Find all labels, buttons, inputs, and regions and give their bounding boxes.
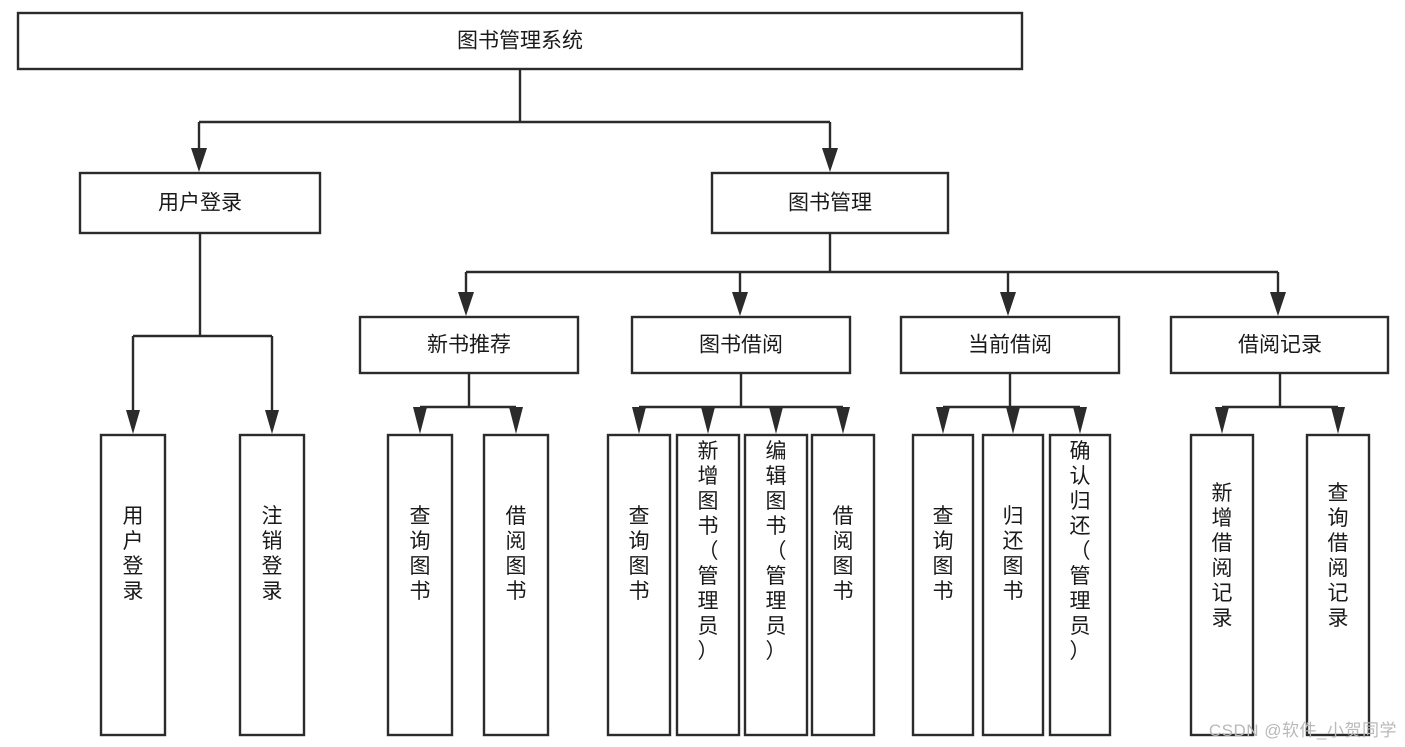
node-label: 新增图书（管理员） <box>698 440 719 663</box>
leaf-node-borrow-books-recommend[interactable]: 借阅图书 <box>482 433 550 737</box>
node-box-rect <box>16 11 1024 71</box>
leaf-node-query-borrow-record[interactable]: 查询借阅记录 <box>1305 433 1371 737</box>
connector-group-user-login <box>126 233 279 434</box>
node-current-borrow[interactable]: 当前借阅 <box>899 315 1121 375</box>
node-new-book-recommend[interactable]: 新书推荐 <box>358 315 580 375</box>
node-label: 用户登录 <box>158 192 242 215</box>
arrow-head-icon <box>1331 407 1345 434</box>
node-box-rect <box>675 433 741 737</box>
node-box-rect <box>899 315 1121 375</box>
node-box-rect <box>710 171 950 235</box>
arrow-head-icon <box>822 148 838 172</box>
connector-group-root <box>191 69 838 172</box>
arrow-head-icon <box>836 407 850 434</box>
node-label: 借阅记录 <box>1238 334 1322 357</box>
node-label: 借阅图书 <box>506 505 527 603</box>
node-label: 图书管理系统 <box>457 30 583 53</box>
node-label: 图书管理 <box>788 192 872 215</box>
node-label: 确认归还（管理员） <box>1070 440 1091 663</box>
arrow-head-icon <box>126 410 140 434</box>
arrow-head-icon <box>1073 407 1087 434</box>
arrow-head-icon <box>191 148 207 172</box>
arrow-head-icon <box>413 407 427 434</box>
node-book-management[interactable]: 图书管理 <box>710 171 950 235</box>
node-label: 用户登录 <box>123 505 144 603</box>
connector-group-new-books <box>413 373 523 434</box>
connector-group-borrow <box>632 373 850 434</box>
node-box-rect <box>981 433 1045 737</box>
node-box-rect <box>1189 433 1255 737</box>
node-label: 查询图书 <box>933 505 954 603</box>
leaf-node-query-books-borrow[interactable]: 查询图书 <box>606 433 672 737</box>
node-book-borrow[interactable]: 图书借阅 <box>630 315 852 375</box>
node-user-login[interactable]: 用户登录 <box>78 171 322 235</box>
leaf-node-confirm-return-admin[interactable]: 确认归还（管理员） <box>1048 433 1112 737</box>
leaf-node-query-books-current[interactable]: 查询图书 <box>911 433 975 737</box>
leaf-node-add-borrow-record[interactable]: 新增借阅记录 <box>1189 433 1255 737</box>
leaf-node-logout[interactable]: 注销登录 <box>238 433 306 737</box>
node-box-rect <box>1169 315 1390 375</box>
arrow-head-icon <box>632 407 646 434</box>
connector-group-records <box>1215 373 1345 434</box>
arrow-head-icon <box>1270 292 1286 316</box>
node-label: 借阅图书 <box>833 505 854 603</box>
leaf-node-add-book-admin[interactable]: 新增图书（管理员） <box>675 433 741 737</box>
node-label: 新增借阅记录 <box>1212 482 1233 630</box>
leaf-node-user-login[interactable]: 用户登录 <box>99 433 167 737</box>
leaf-node-query-books-recommend[interactable]: 查询图书 <box>386 433 454 737</box>
node-box-rect <box>1305 433 1371 737</box>
node-label: 查询图书 <box>629 505 650 603</box>
node-box-rect <box>238 433 306 737</box>
node-box-rect <box>482 433 550 737</box>
node-box-rect <box>911 433 975 737</box>
arrow-head-icon <box>509 407 523 434</box>
node-label: 编辑图书（管理员） <box>766 440 787 663</box>
node-box-rect <box>606 433 672 737</box>
node-box-rect <box>78 171 322 235</box>
node-label: 图书借阅 <box>699 334 783 357</box>
arrow-head-icon <box>936 407 950 434</box>
node-borrow-records[interactable]: 借阅记录 <box>1169 315 1390 375</box>
node-box-rect <box>630 315 852 375</box>
arrow-head-icon <box>1215 407 1229 434</box>
arrow-head-icon <box>769 407 783 434</box>
node-box-rect <box>810 433 876 737</box>
leaf-node-edit-book-admin[interactable]: 编辑图书（管理员） <box>743 433 809 737</box>
node-box-rect <box>743 433 809 737</box>
arrow-head-icon <box>701 407 715 434</box>
leaf-node-borrow-book[interactable]: 借阅图书 <box>810 433 876 737</box>
node-root-system[interactable]: 图书管理系统 <box>16 11 1024 71</box>
connector-group-book-mgmt <box>458 233 1286 316</box>
node-label: 查询借阅记录 <box>1328 482 1349 630</box>
node-label: 归还图书 <box>1003 505 1024 603</box>
node-label: 注销登录 <box>262 505 283 603</box>
leaf-node-return-book[interactable]: 归还图书 <box>981 433 1045 737</box>
node-label: 当前借阅 <box>968 334 1052 357</box>
connector-group-current-borrow <box>936 373 1087 434</box>
node-label: 查询图书 <box>410 505 431 603</box>
node-label: 新书推荐 <box>427 334 511 357</box>
csdn-watermark: CSDN @软件_小贺同学 <box>1208 721 1397 740</box>
arrow-head-icon <box>1006 407 1020 434</box>
arrow-head-icon <box>265 410 279 434</box>
arrow-head-icon <box>1000 292 1016 316</box>
node-box-rect <box>386 433 454 737</box>
node-box-rect <box>358 315 580 375</box>
node-box-rect <box>99 433 167 737</box>
node-box-rect <box>1048 433 1112 737</box>
arrow-head-icon <box>458 292 474 316</box>
arrow-head-icon <box>732 292 748 316</box>
